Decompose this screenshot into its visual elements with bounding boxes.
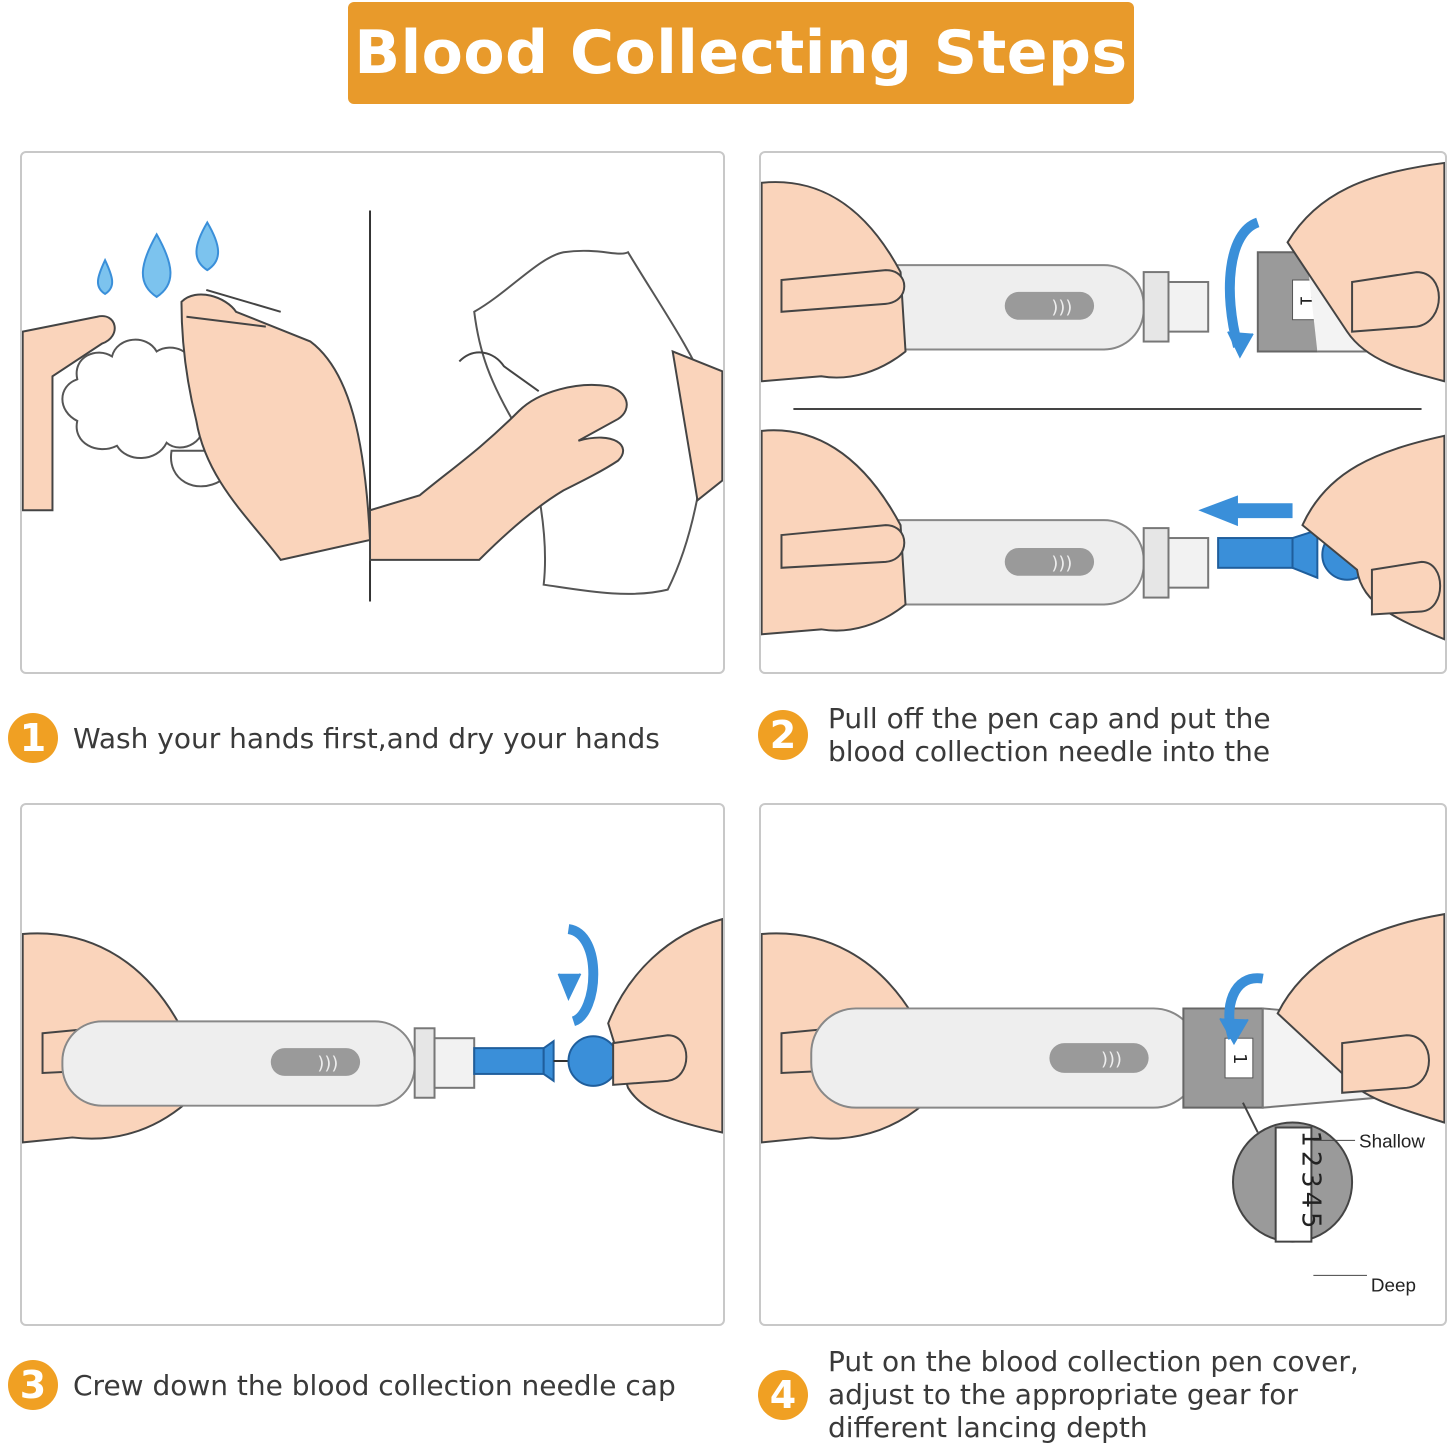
step-4: 4 Put on the blood collection pen cover,…	[758, 1345, 1359, 1444]
hand-right-icon	[607, 917, 723, 1134]
svg-text:))): )))	[1101, 1049, 1122, 1070]
step-caption: Put on the blood collection pen cover, a…	[828, 1345, 1359, 1444]
step-caption-line: different lancing depth	[828, 1411, 1148, 1444]
step-caption: Pull off the pen cap and put the blood c…	[828, 702, 1271, 768]
step-caption-line: Put on the blood collection pen cover,	[828, 1345, 1359, 1378]
hand-right-bottom-icon	[1301, 434, 1445, 641]
step-number-badge: 3	[8, 1360, 58, 1410]
svg-text:))): )))	[317, 1053, 338, 1074]
hand-right-top-icon	[1286, 161, 1445, 383]
water-drops-icon	[96, 220, 220, 299]
hand-left-top-icon	[761, 181, 907, 383]
svg-text:))): )))	[1051, 553, 1072, 574]
panel-step-1	[20, 151, 725, 674]
depth-dial-zoom: 12345	[1232, 1102, 1367, 1276]
hand-left-bottom-icon	[761, 429, 907, 636]
adjust-depth-illustration: ))) 1 12345 Shallow Deep	[761, 913, 1445, 1295]
rotate-arrow-icon	[557, 924, 599, 1027]
soaping-hands-icon	[22, 288, 372, 561]
step-number-badge: 4	[758, 1369, 808, 1420]
step-1: 1 Wash your hands first,and dry your han…	[8, 713, 660, 763]
wash-hands-illustration	[22, 210, 723, 602]
hand-right-icon	[1276, 913, 1445, 1124]
insert-needle-illustration: ))) 1 )))	[761, 161, 1445, 641]
step-number-badge: 2	[758, 710, 808, 760]
panel-step-3: )))	[20, 803, 725, 1326]
rotate-arrow-icon	[1224, 217, 1260, 359]
step-3: 3 Crew down the blood collection needle …	[8, 1360, 676, 1410]
title-banner: Blood Collecting Steps	[348, 2, 1134, 104]
shallow-label: Shallow	[1359, 1130, 1425, 1151]
needle-lancet-icon	[473, 1035, 620, 1087]
step-caption-line: adjust to the appropriate gear for	[828, 1378, 1298, 1411]
panel-step-2: ))) 1 )))	[759, 151, 1447, 674]
rotate-arrow-icon	[1219, 973, 1264, 1046]
deep-label: Deep	[1371, 1274, 1416, 1295]
remove-needle-cap-illustration: )))	[22, 917, 723, 1144]
step-2: 2 Pull off the pen cap and put the blood…	[758, 702, 1271, 768]
lancing-pen: )))	[61, 1020, 476, 1107]
step-caption-line: blood collection needle into the	[828, 735, 1271, 768]
svg-text:))): )))	[1051, 297, 1072, 318]
cap-digit-top: 1	[1295, 295, 1316, 306]
step-caption: Crew down the blood collection needle ca…	[73, 1368, 676, 1402]
step-number-badge: 1	[8, 713, 58, 763]
page-title: Blood Collecting Steps	[354, 18, 1128, 88]
push-arrow-icon	[1198, 495, 1293, 527]
step-caption-line: Pull off the pen cap and put the	[828, 702, 1271, 735]
cap-digit: 1	[1229, 1053, 1250, 1064]
panel-step-4: ))) 1 12345 Shallow Deep	[759, 803, 1447, 1326]
step-caption: Wash your hands first,and dry your hands	[73, 721, 660, 755]
depth-scale: 12345	[1295, 1130, 1325, 1232]
drying-hands-icon	[369, 349, 723, 561]
